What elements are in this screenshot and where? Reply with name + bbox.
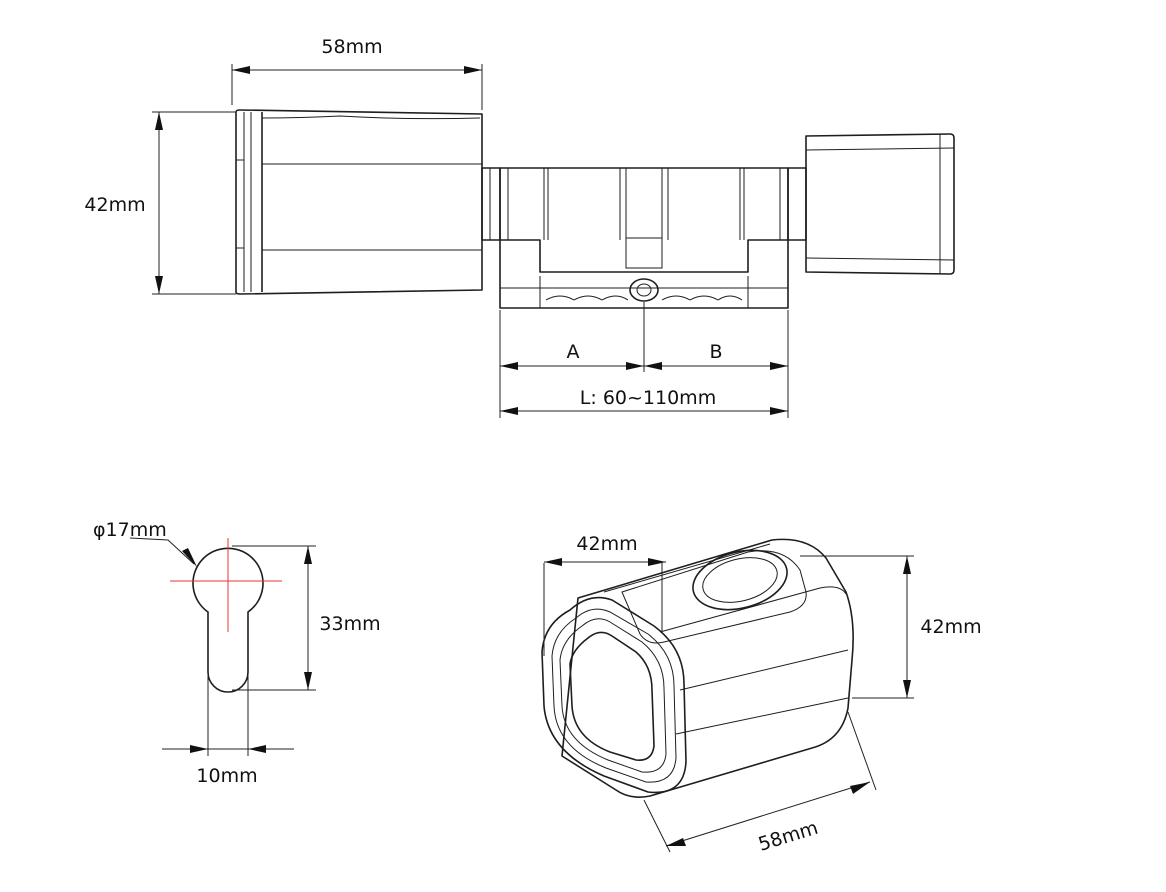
segment-b-label: B — [709, 341, 722, 363]
dim-side-height: 42mm — [84, 111, 236, 295]
dim-side-width: 58mm — [231, 36, 483, 110]
right-thumb-turn — [787, 133, 955, 275]
dim-diameter: φ17mm — [93, 519, 197, 567]
cylinder-body — [499, 167, 789, 309]
persp-length-label: 58mm — [756, 817, 821, 856]
dim-persp-width: 42mm — [543, 533, 666, 656]
perspective-button — [692, 549, 788, 611]
dim-profile-width: 10mm — [162, 676, 294, 787]
dim-persp-height: 42mm — [800, 555, 982, 699]
left-connector — [481, 167, 501, 241]
profile-view: φ17mm 33mm 10mm — [93, 519, 381, 787]
profile-height-label: 33mm — [319, 613, 380, 635]
centerline-cross — [170, 538, 282, 632]
dim-profile-height: 33mm — [232, 545, 381, 691]
dim-length: A B L: 60~110mm — [499, 302, 789, 418]
profile-width-label: 10mm — [196, 765, 257, 787]
length-label: L: 60~110mm — [580, 387, 716, 409]
left-knob-body — [235, 109, 483, 295]
segment-a-label: A — [567, 341, 580, 363]
side-height-label: 42mm — [84, 194, 145, 216]
side-width-label: 58mm — [321, 36, 382, 58]
persp-height-label: 42mm — [920, 616, 981, 638]
perspective-view: 42mm 42mm 58mm — [541, 533, 982, 856]
persp-width-label: 42mm — [576, 533, 637, 555]
keyhole-profile — [192, 547, 264, 693]
side-view: 58mm 42mm A B L: 60~110mm — [84, 36, 955, 418]
perspective-body — [561, 538, 854, 798]
perspective-front-outer — [541, 596, 687, 794]
diameter-label: φ17mm — [93, 519, 167, 541]
